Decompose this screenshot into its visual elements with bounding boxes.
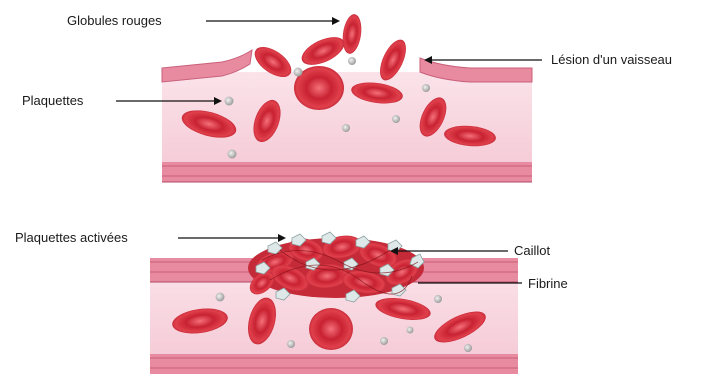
platelet [422, 84, 430, 92]
red-cell [340, 13, 363, 55]
platelet [216, 293, 225, 302]
vessel-wall-bottom [162, 162, 532, 182]
platelet [407, 327, 414, 334]
red-cell [309, 308, 353, 350]
platelet [392, 115, 400, 123]
vessel-top [162, 13, 532, 182]
platelet [464, 344, 472, 352]
vessel-wall-bottom [150, 354, 518, 374]
label-caillot: Caillot [514, 243, 550, 258]
label-globules-rouges: Globules rouges [67, 13, 162, 28]
platelet [294, 68, 303, 77]
vessel-bottom [150, 232, 518, 374]
platelet [348, 57, 356, 65]
platelet [434, 295, 442, 303]
label-lesion: Lésion d'un vaisseau [551, 52, 672, 67]
label-plaquettes: Plaquettes [22, 93, 83, 108]
red-cell [298, 31, 349, 70]
label-fibrine: Fibrine [528, 276, 568, 291]
platelet [287, 340, 295, 348]
platelet [342, 124, 350, 132]
label-plaquettes-activees: Plaquettes activées [15, 230, 128, 245]
platelet [380, 337, 388, 345]
platelet [225, 97, 234, 106]
platelet [228, 150, 237, 159]
